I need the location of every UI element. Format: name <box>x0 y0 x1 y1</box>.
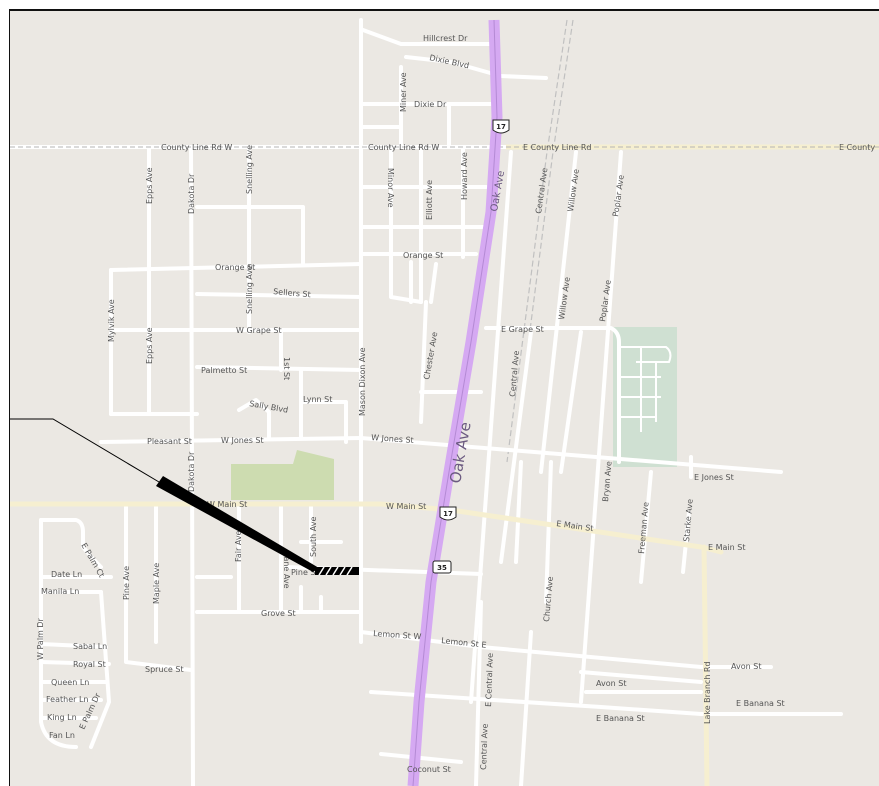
us17-shield-south-label: 17 <box>443 510 453 518</box>
street-label: E Grape St <box>501 325 544 334</box>
oak-ave-edge <box>412 19 498 786</box>
us17-shield-south: 17 <box>439 506 457 521</box>
street-label: Howard Ave <box>460 152 469 200</box>
land-background <box>10 11 879 786</box>
street-label: Sellers St <box>273 287 311 299</box>
street-label: Starke Ave <box>682 499 695 543</box>
sr35-shield: 35 <box>432 560 452 574</box>
street-label: Orange St <box>215 263 255 272</box>
callout-pointer-wedge <box>156 476 319 572</box>
street-label: Miner Ave <box>399 72 408 112</box>
callout-leader-line <box>10 418 160 483</box>
street-label: Dakota Dr <box>187 173 196 214</box>
street-label: W Jones St <box>371 433 414 445</box>
street-label: Lemon St W <box>373 629 422 641</box>
street-label: Fan Ln <box>49 731 75 740</box>
street-label: Avon St <box>596 679 626 688</box>
street-label: Hillcrest Dr <box>423 34 468 43</box>
street-label: E County <box>839 143 875 152</box>
street-label: Snelling Ave <box>245 145 254 194</box>
street-label: Manila Ln <box>41 587 79 596</box>
street-label: E Central Ave <box>484 653 495 707</box>
street-label: Royal St <box>73 660 106 669</box>
street-label: Snelling Ave <box>245 265 254 314</box>
street-label: Epps Ave <box>145 327 154 364</box>
street-label: Minor Ave <box>386 168 395 208</box>
street-label: Avon St <box>731 662 761 671</box>
street-label: King Ln <box>47 713 77 722</box>
street-label: Feather Ln <box>46 695 88 704</box>
street-label: Pine St <box>291 568 319 577</box>
street-label: W Palm Dr <box>36 617 45 660</box>
street-label: Coconut St <box>407 765 451 774</box>
street-label: Church Ave <box>542 576 555 622</box>
location-callout <box>10 418 359 576</box>
street-label: W Jones St <box>221 436 264 445</box>
street-label: Pine Ave <box>122 566 131 600</box>
street-label: Lake Branch Rd <box>703 661 712 724</box>
street-label: Date Ln <box>51 570 82 579</box>
street-label: W Grape St <box>236 326 282 335</box>
map-canvas[interactable]: 17 17 35 Oak Ave Oak Ave Hillcrest Dr Di… <box>10 11 879 786</box>
street-label: Orange St <box>403 251 443 260</box>
street-label: Dakota Dr <box>187 451 196 492</box>
street-label: E Jones St <box>694 473 734 482</box>
street-label: Grove St <box>261 609 296 618</box>
street-label: Palmetto St <box>201 366 247 375</box>
street-label: Dixie Dr <box>414 100 447 109</box>
street-label: Pleasant St <box>147 437 192 446</box>
us17-shield-north: 17 <box>492 119 510 134</box>
cemetery-paths <box>621 346 672 432</box>
street-label: Central Ave <box>479 723 490 770</box>
street-label: 1st St <box>282 357 291 380</box>
street-label: South Ave <box>309 516 318 557</box>
street-label: Queen Ln <box>51 678 89 687</box>
street-label: Fair Ave <box>234 530 243 562</box>
street-label: Central Ave <box>508 350 521 397</box>
sr35-shield-label: 35 <box>437 564 447 572</box>
street-label: County Line Rd W <box>161 143 232 152</box>
street-label: E Main St <box>708 543 745 552</box>
street-label: Mason Dixon Ave <box>358 347 367 416</box>
street-label: Spruce St <box>145 665 184 674</box>
street-label: W Main St <box>207 500 247 509</box>
street-label: Sabal Ln <box>73 642 107 651</box>
street-label: Lynn St <box>303 395 332 404</box>
street-label: Bryan Ave <box>601 461 614 502</box>
street-label: E County Line Rd <box>523 143 591 152</box>
street-label: Mylvik Ave <box>107 299 116 342</box>
street-label: County Line Rd W <box>368 143 439 152</box>
street-label: W Main St <box>386 502 426 511</box>
street-label: Elliott Ave <box>425 180 434 220</box>
street-label: E Banana St <box>736 699 785 708</box>
street-label: Lane Ave <box>282 552 291 589</box>
street-label: E Banana St <box>596 714 645 723</box>
lake-branch-road <box>701 544 710 786</box>
us17-shield-north-label: 17 <box>496 123 506 131</box>
highlighted-parcel <box>315 566 359 576</box>
street-label: Maple Ave <box>152 563 161 604</box>
park-area <box>231 450 334 500</box>
map-viewport[interactable]: 17 17 35 Oak Ave Oak Ave Hillcrest Dr Di… <box>9 9 879 786</box>
street-label: Epps Ave <box>145 167 154 204</box>
